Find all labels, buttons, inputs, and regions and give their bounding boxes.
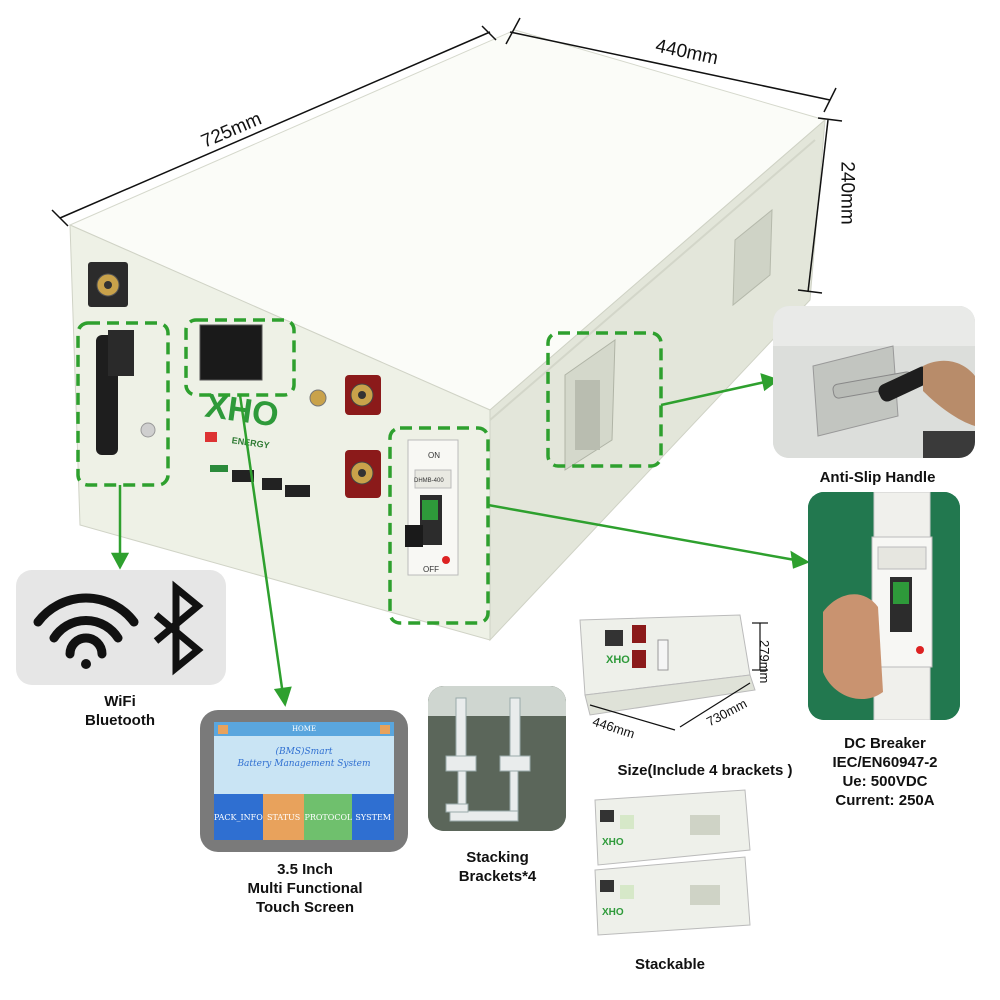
breaker-caption-line4: Current: 250A [835,792,935,809]
display-screen [199,324,263,381]
wifi-caption: WiFi Bluetooth [40,692,200,730]
brackets-caption-line2: Brackets*4 [458,868,537,885]
screen-title1: (BMS)Smart [275,747,333,757]
screen-title2: Battery Management System [237,759,371,769]
svg-text:XHO: XHO [602,907,624,918]
screen-home-label[interactable]: HOME [291,725,317,733]
breaker-caption-line2: IEC/EN60947-2 [832,754,938,771]
bluetooth-icon [153,580,204,676]
callout-sidehandle-box [546,331,663,468]
stackable-caption: Stackable [634,956,706,973]
wifi-bluetooth-panel [16,570,226,685]
callout-handle-box [76,321,170,487]
breaker-caption: DC Breaker IEC/EN60947-2 Ue: 500VDC Curr… [800,734,970,810]
stackable-image: XHO XHO [594,789,751,936]
size-height-label: 279mm [757,640,772,684]
handle-caption: Anti-Slip Handle [819,469,936,486]
handle-panel [773,306,975,458]
wifi-icon [33,593,139,659]
svg-text:XHO: XHO [602,837,624,848]
svg-text:XHO: XHO [606,654,630,666]
wifi-caption-line1: WiFi [104,693,136,710]
brackets-caption: Stacking Brackets*4 [430,848,565,886]
callout-breaker-box [388,426,490,625]
screen-caption: 3.5 Inch Multi Functional Touch Screen [205,860,405,917]
back-icon[interactable] [380,724,390,734]
size-caption: Size(Include 4 brackets ) [617,762,793,779]
dim-line-width [509,31,831,101]
breaker-caption-line3: Ue: 500VDC [842,773,928,790]
screen-caption-line1: 3.5 Inch [277,861,333,878]
tab-status[interactable]: STATUS [262,794,305,840]
breaker-panel [808,492,960,720]
screen-caption-line3: Touch Screen [255,899,355,916]
breaker-off-label: OFF [423,565,439,574]
dim-height-label: 240mm [836,161,858,225]
dim-line-length [59,31,491,219]
brackets-caption-line1: Stacking [466,849,529,866]
brackets-panel [428,686,566,831]
wifi-caption-line2: Bluetooth [85,712,155,729]
breaker-model-label: DHMB-400 [414,478,444,484]
side-handle-recess [732,208,773,307]
size-diagram: XHO [579,614,768,731]
tab-pack-info[interactable]: PACK_INFO [214,794,263,840]
breaker-caption-line1: DC Breaker [844,735,926,752]
dim-line-height [807,119,829,293]
touch-screen-panel: HOME (BMS)Smart Battery Management Syste… [200,710,408,852]
screen-caption-line2: Multi Functional [247,880,363,897]
tab-system[interactable]: SYSTEM [352,794,394,840]
tab-protocol[interactable]: PROTOCOL [304,794,353,840]
grid-menu-icon[interactable] [218,724,228,734]
breaker-on-label: ON [428,451,440,460]
